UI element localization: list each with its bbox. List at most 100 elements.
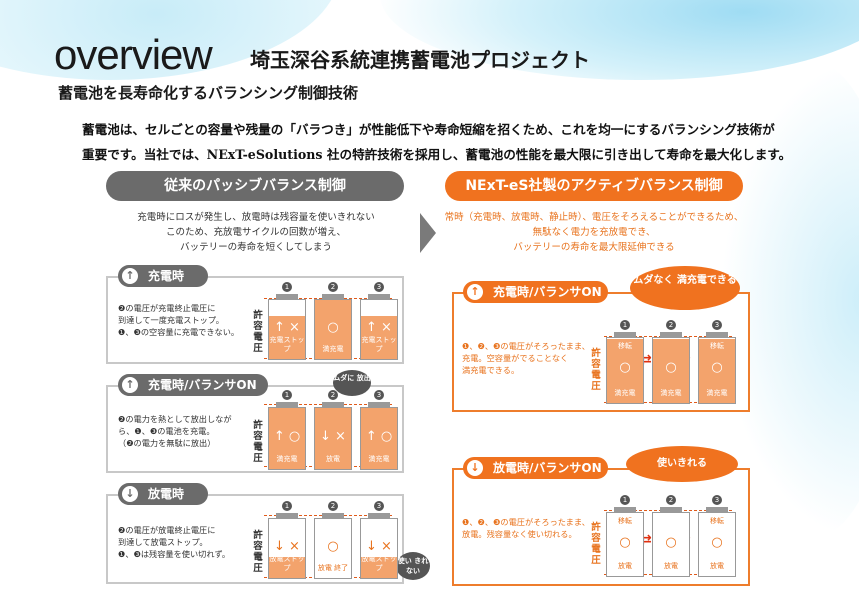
cell-body: ○ 満充電 — [652, 337, 690, 404]
note-line: 充電。空容量がでることなく — [462, 353, 569, 363]
cell-symbol: ↑ × — [366, 320, 392, 335]
battery-cell: 2○放電 終了 — [314, 501, 352, 579]
down-arrow-icon: ↓ — [122, 486, 138, 502]
card-charging-balancer — [106, 385, 404, 473]
cell-label: 充電ストップ — [269, 336, 305, 353]
callout-bubble: ムダなく 満充電できる — [630, 266, 740, 310]
cell-number: 3 — [374, 390, 384, 400]
voltage-label: 許容電圧 — [591, 522, 601, 566]
cell-body: ○満充電 — [314, 299, 352, 360]
cell-label: 放電 — [710, 562, 724, 570]
note-line: ら、❶、❸の電池を充電。 — [118, 426, 215, 436]
battery-cell: 2○満充電 — [652, 320, 690, 404]
card-tag-label: 放電時 — [148, 487, 185, 501]
cell-body: ↑ ×充電ストップ — [268, 299, 306, 360]
voltage-label: 許容電圧 — [253, 530, 263, 574]
cell-fill — [315, 408, 351, 469]
cell-number: 3 — [712, 495, 722, 505]
cell-cap — [368, 513, 390, 518]
callout-bubble: ムダに 放出 — [333, 370, 371, 396]
cell-number: 2 — [328, 282, 338, 292]
cell-symbol: ○ — [665, 360, 677, 375]
cell-number: 3 — [374, 501, 384, 511]
note-line: ❶、❸は残容量を使い切れず。 — [118, 549, 231, 559]
up-arrow-icon: ↑ — [122, 268, 138, 284]
battery-cell: 1 ↑ ×充電ストップ — [268, 282, 306, 360]
intro-line: 蓄電池は、セルごとの容量や残量の「バラつき」が性能低下や寿命短縮を招くため、これ… — [82, 122, 775, 137]
cell-label: 放電 — [618, 562, 632, 570]
cell-symbol: ↑ × — [274, 320, 300, 335]
cell-cap — [276, 294, 298, 299]
cell-cap — [322, 294, 344, 299]
up-arrow-icon: ↑ — [122, 377, 138, 393]
cell-body: 移転○放電 — [606, 512, 644, 577]
cell-number: 2 — [666, 495, 676, 505]
cell-cap — [368, 294, 390, 299]
card-tag: ↓ 放電時 — [118, 483, 208, 505]
cell-fill — [361, 557, 397, 578]
cell-number: 2 — [328, 390, 338, 400]
note-line: 満充電できる。 — [462, 365, 520, 375]
cell-cap — [276, 402, 298, 407]
card-tag-label: 放電時/バランサON — [493, 461, 602, 475]
cell-symbol: ↑ ○ — [273, 429, 301, 444]
left-heading: 従来のパッシブバランス制御 — [106, 171, 404, 201]
cell-fill — [361, 408, 397, 469]
cell-label: 放電ストップ — [269, 555, 305, 572]
cell-body: ↓ ×放電 — [314, 407, 352, 470]
battery-cell: 3 ↑ ○満充電 — [360, 390, 398, 470]
cell-symbol: ○ — [665, 535, 677, 550]
right-heading: NExT-eS社製のアクティブバランス制御 — [445, 171, 743, 201]
note-line: ❷の電力を熱として放出しなが — [118, 414, 232, 424]
cell-cap — [368, 402, 390, 407]
cell-symbol: ↓ × — [320, 429, 346, 444]
battery-cell: 2 ○ 放電 — [652, 495, 690, 577]
note-line: ❶、❸の空容量に充電できない。 — [118, 327, 240, 337]
note-line: 放電。残容量なく使い切れる。 — [462, 529, 577, 539]
note-line: （❷の電力を無駄に放出） — [118, 438, 216, 448]
cell-body: ↑ ×充電ストップ — [360, 299, 398, 360]
cell-cap — [706, 507, 728, 512]
cell-label: 放電 — [664, 562, 678, 570]
cell-label: 満充電 — [706, 389, 728, 397]
cell-top-label: 移転 — [710, 342, 724, 350]
cell-cap — [614, 507, 636, 512]
cell-fill — [269, 408, 305, 469]
cell-symbol: ○ — [711, 535, 723, 550]
cell-body: 移転 ○ 放電 — [698, 512, 736, 577]
desc-line: このため、充放電サイクルの回数が増え、 — [165, 227, 347, 238]
page-tagline: 蓄電池を長寿命化するバランシング制御技術 — [58, 84, 359, 102]
card-tag: ↑ 充電時 — [118, 265, 208, 287]
cell-symbol: ○ — [327, 539, 339, 554]
battery-cell: 1↓ ×放電ストップ — [268, 501, 306, 579]
card-note: ❶、❷、❸の電圧がそろったまま、 充電。空容量がでることなく 満充電できる。 — [462, 340, 592, 376]
desc-line: バッテリーの寿命を短くしてしまう — [180, 242, 332, 253]
cell-symbol: ○ — [327, 320, 339, 335]
cell-cap — [660, 332, 682, 337]
cell-body: ↑ ○満充電 — [360, 407, 398, 470]
cell-top-label: 移転 — [618, 517, 632, 525]
battery-cell: 3↑ ×充電ストップ — [360, 282, 398, 360]
voltage-label: 許容電圧 — [591, 348, 601, 392]
callout-bubble: 使い きれない — [396, 552, 430, 580]
intro-text: 蓄電池は、セルごとの容量や残量の「バラつき」が性能低下や寿命短縮を招くため、これ… — [82, 117, 822, 167]
intro-line: 重要です。当社では、NExT-eSolutions 社の特許技術を採用し、蓄電池… — [82, 147, 792, 162]
note-line: ❷の電圧が充電終止電圧に — [118, 303, 216, 313]
voltage-label: 許容電圧 — [253, 310, 263, 354]
card-note: ❷の電力を熱として放出しなが ら、❶、❸の電池を充電。 （❷の電力を無駄に放出） — [118, 413, 248, 449]
card-tag-label: 充電時 — [148, 269, 185, 283]
cell-fill — [315, 300, 351, 359]
cell-number: 3 — [712, 320, 722, 330]
cell-label: 放電 終了 — [317, 564, 349, 572]
page-subtitle: 埼玉深谷系統連携蓄電池プロジェクト — [250, 48, 590, 72]
page-title: overview — [54, 31, 213, 78]
note-line: 到達して放電ストップ。 — [118, 537, 208, 547]
cell-body: ↑ ○満充電 — [268, 407, 306, 470]
cell-label: 満充電 — [660, 389, 682, 397]
cell-top-label: 移転 — [710, 517, 724, 525]
cell-body: 移転○満充電 — [606, 337, 644, 404]
cell-number: 1 — [282, 282, 292, 292]
